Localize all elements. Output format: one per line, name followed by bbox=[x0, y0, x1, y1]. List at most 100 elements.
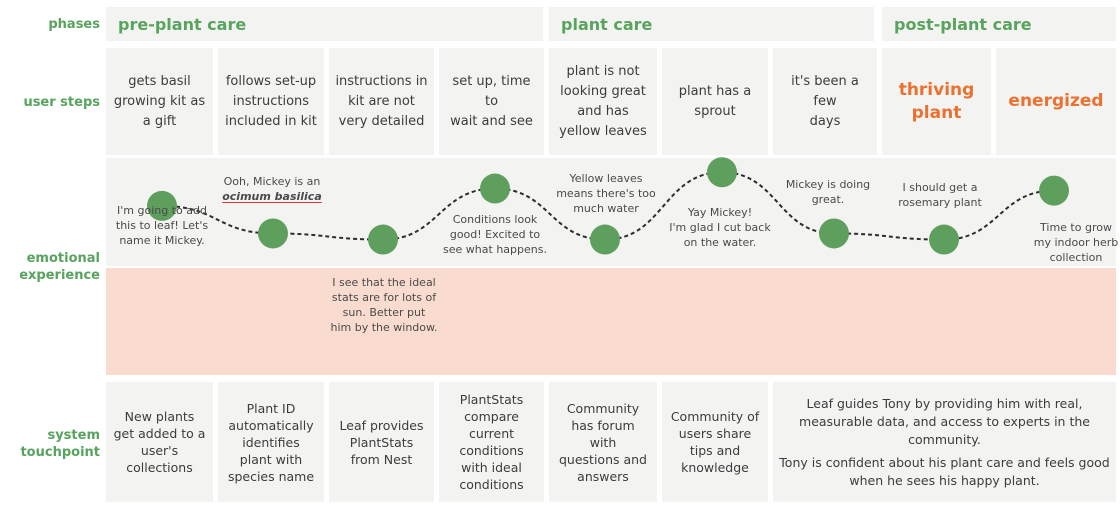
emotion-line: I'm going to add bbox=[117, 204, 207, 217]
emotion-line: means there's too bbox=[556, 187, 656, 200]
touchpoint-cell: Leaf guides Tony by providing him with r… bbox=[773, 382, 1116, 502]
touchpoint-line: Community of bbox=[670, 409, 760, 424]
row-label-phases: phases bbox=[48, 17, 100, 32]
emotion-line: Time to grow bbox=[1040, 221, 1112, 234]
touchpoint-line: get added to a bbox=[113, 426, 206, 441]
touchpoint-line: knowledge bbox=[681, 460, 749, 475]
emotion-line: name it Mickey. bbox=[119, 234, 205, 247]
user-step-line: looking great bbox=[560, 83, 646, 99]
touchpoint-line: with bbox=[589, 434, 617, 450]
user-step-line: growing kit as bbox=[113, 93, 206, 109]
touchpoint-line: tips and bbox=[689, 443, 741, 458]
touchpoint-line: automatically bbox=[228, 417, 314, 433]
emotion-line: Yellow leaves bbox=[569, 172, 643, 185]
phase-post-plant-care: post-plant care bbox=[882, 7, 1116, 41]
touchpoint-line: PlantStats bbox=[349, 434, 414, 450]
row-label-experience: experience bbox=[19, 268, 100, 283]
user-step-line: kit are not bbox=[348, 93, 415, 109]
user-step-line: and has bbox=[577, 103, 629, 119]
touchpoint-line: with ideal bbox=[461, 460, 522, 475]
touchpoint-text: Leaf guides Tony by providing him with r… bbox=[779, 395, 1109, 490]
emotion-line: see what happens. bbox=[443, 243, 547, 256]
user-step-line: it's been a few bbox=[791, 73, 859, 109]
emotion-line: collection bbox=[1049, 251, 1103, 264]
phase-plant-care: plant care bbox=[549, 7, 874, 41]
touchpoint-line: measurable data, and access to experts i… bbox=[799, 413, 1090, 429]
emotion-lower-band bbox=[106, 268, 1116, 375]
user-step-text: plant has a sprout bbox=[679, 82, 751, 122]
row-label-emotional: emotional bbox=[26, 251, 100, 266]
touchpoint-cell: New plants get added to a user's collection… bbox=[106, 382, 213, 502]
emotion-line: Yay Mickey! bbox=[687, 206, 753, 219]
touchpoint-line: plant with bbox=[239, 451, 303, 467]
emotion-points bbox=[147, 157, 1069, 255]
emotion-line: him by the window. bbox=[330, 321, 438, 334]
touchpoint-line: conditions bbox=[459, 477, 524, 492]
user-step-line: instructions bbox=[232, 93, 310, 109]
user-step-line: instructions in bbox=[335, 73, 428, 89]
emotion-line: sun. Better put bbox=[342, 306, 426, 319]
touchpoint-line: species name bbox=[227, 468, 315, 484]
touchpoint-line: user's bbox=[140, 443, 179, 458]
user-step-line: wait and see bbox=[450, 113, 533, 129]
user-step-text: instructions in kit are not very detailed bbox=[335, 72, 427, 132]
row-label-system: system bbox=[47, 428, 100, 443]
touchpoint-line: when he sees his happy plant. bbox=[849, 472, 1040, 488]
touchpoint-line: collections bbox=[126, 460, 193, 475]
user-step-line: very detailed bbox=[338, 113, 425, 129]
row-label-touchpoint: touchpoint bbox=[20, 445, 100, 460]
row-label-system-touchpoint: system touchpoint bbox=[0, 427, 100, 461]
emotion-line: Mickey is doing bbox=[785, 178, 871, 191]
emotion-line: great. bbox=[811, 193, 845, 206]
user-step-line: sprout bbox=[694, 103, 736, 119]
user-step-text: energized bbox=[1008, 90, 1103, 113]
touchpoint-line: conditions bbox=[459, 443, 524, 458]
user-step-line: included in kit bbox=[225, 113, 317, 129]
emotion-annotation: ocimum basilica bbox=[202, 189, 342, 204]
touchpoint-line: Tony is confident about his plant care a… bbox=[779, 454, 1110, 470]
emotion-point bbox=[590, 224, 620, 255]
user-step-cell: instructions in kit are not very detailed bbox=[329, 48, 434, 155]
emotion-line: Conditions look bbox=[452, 213, 538, 226]
user-step-line: a gift bbox=[142, 113, 177, 129]
touchpoint-line: questions and bbox=[558, 451, 647, 467]
touchpoint-line: PlantStats bbox=[459, 392, 524, 407]
emotion-point bbox=[929, 224, 959, 255]
touchpoint-line: New plants bbox=[124, 409, 195, 424]
touchpoint-line: Community bbox=[566, 400, 640, 416]
user-step-line: plant has a bbox=[678, 83, 752, 99]
row-label-emotional-experience: emotional experience bbox=[0, 250, 100, 284]
touchpoint-line: from Nest bbox=[350, 451, 413, 467]
emotion-point bbox=[368, 224, 398, 255]
emotion-line: stats are for lots of bbox=[331, 291, 437, 304]
touchpoint-line: community. bbox=[908, 431, 981, 447]
emotion-annotation: Ooh, Mickey is an bbox=[202, 174, 342, 189]
emotion-line: rosemary plant bbox=[898, 196, 982, 209]
touchpoint-line: Leaf provides bbox=[339, 417, 424, 433]
touchpoint-text: New plants get added to a user's collection… bbox=[114, 408, 206, 476]
emotion-line: on the water. bbox=[683, 236, 757, 249]
